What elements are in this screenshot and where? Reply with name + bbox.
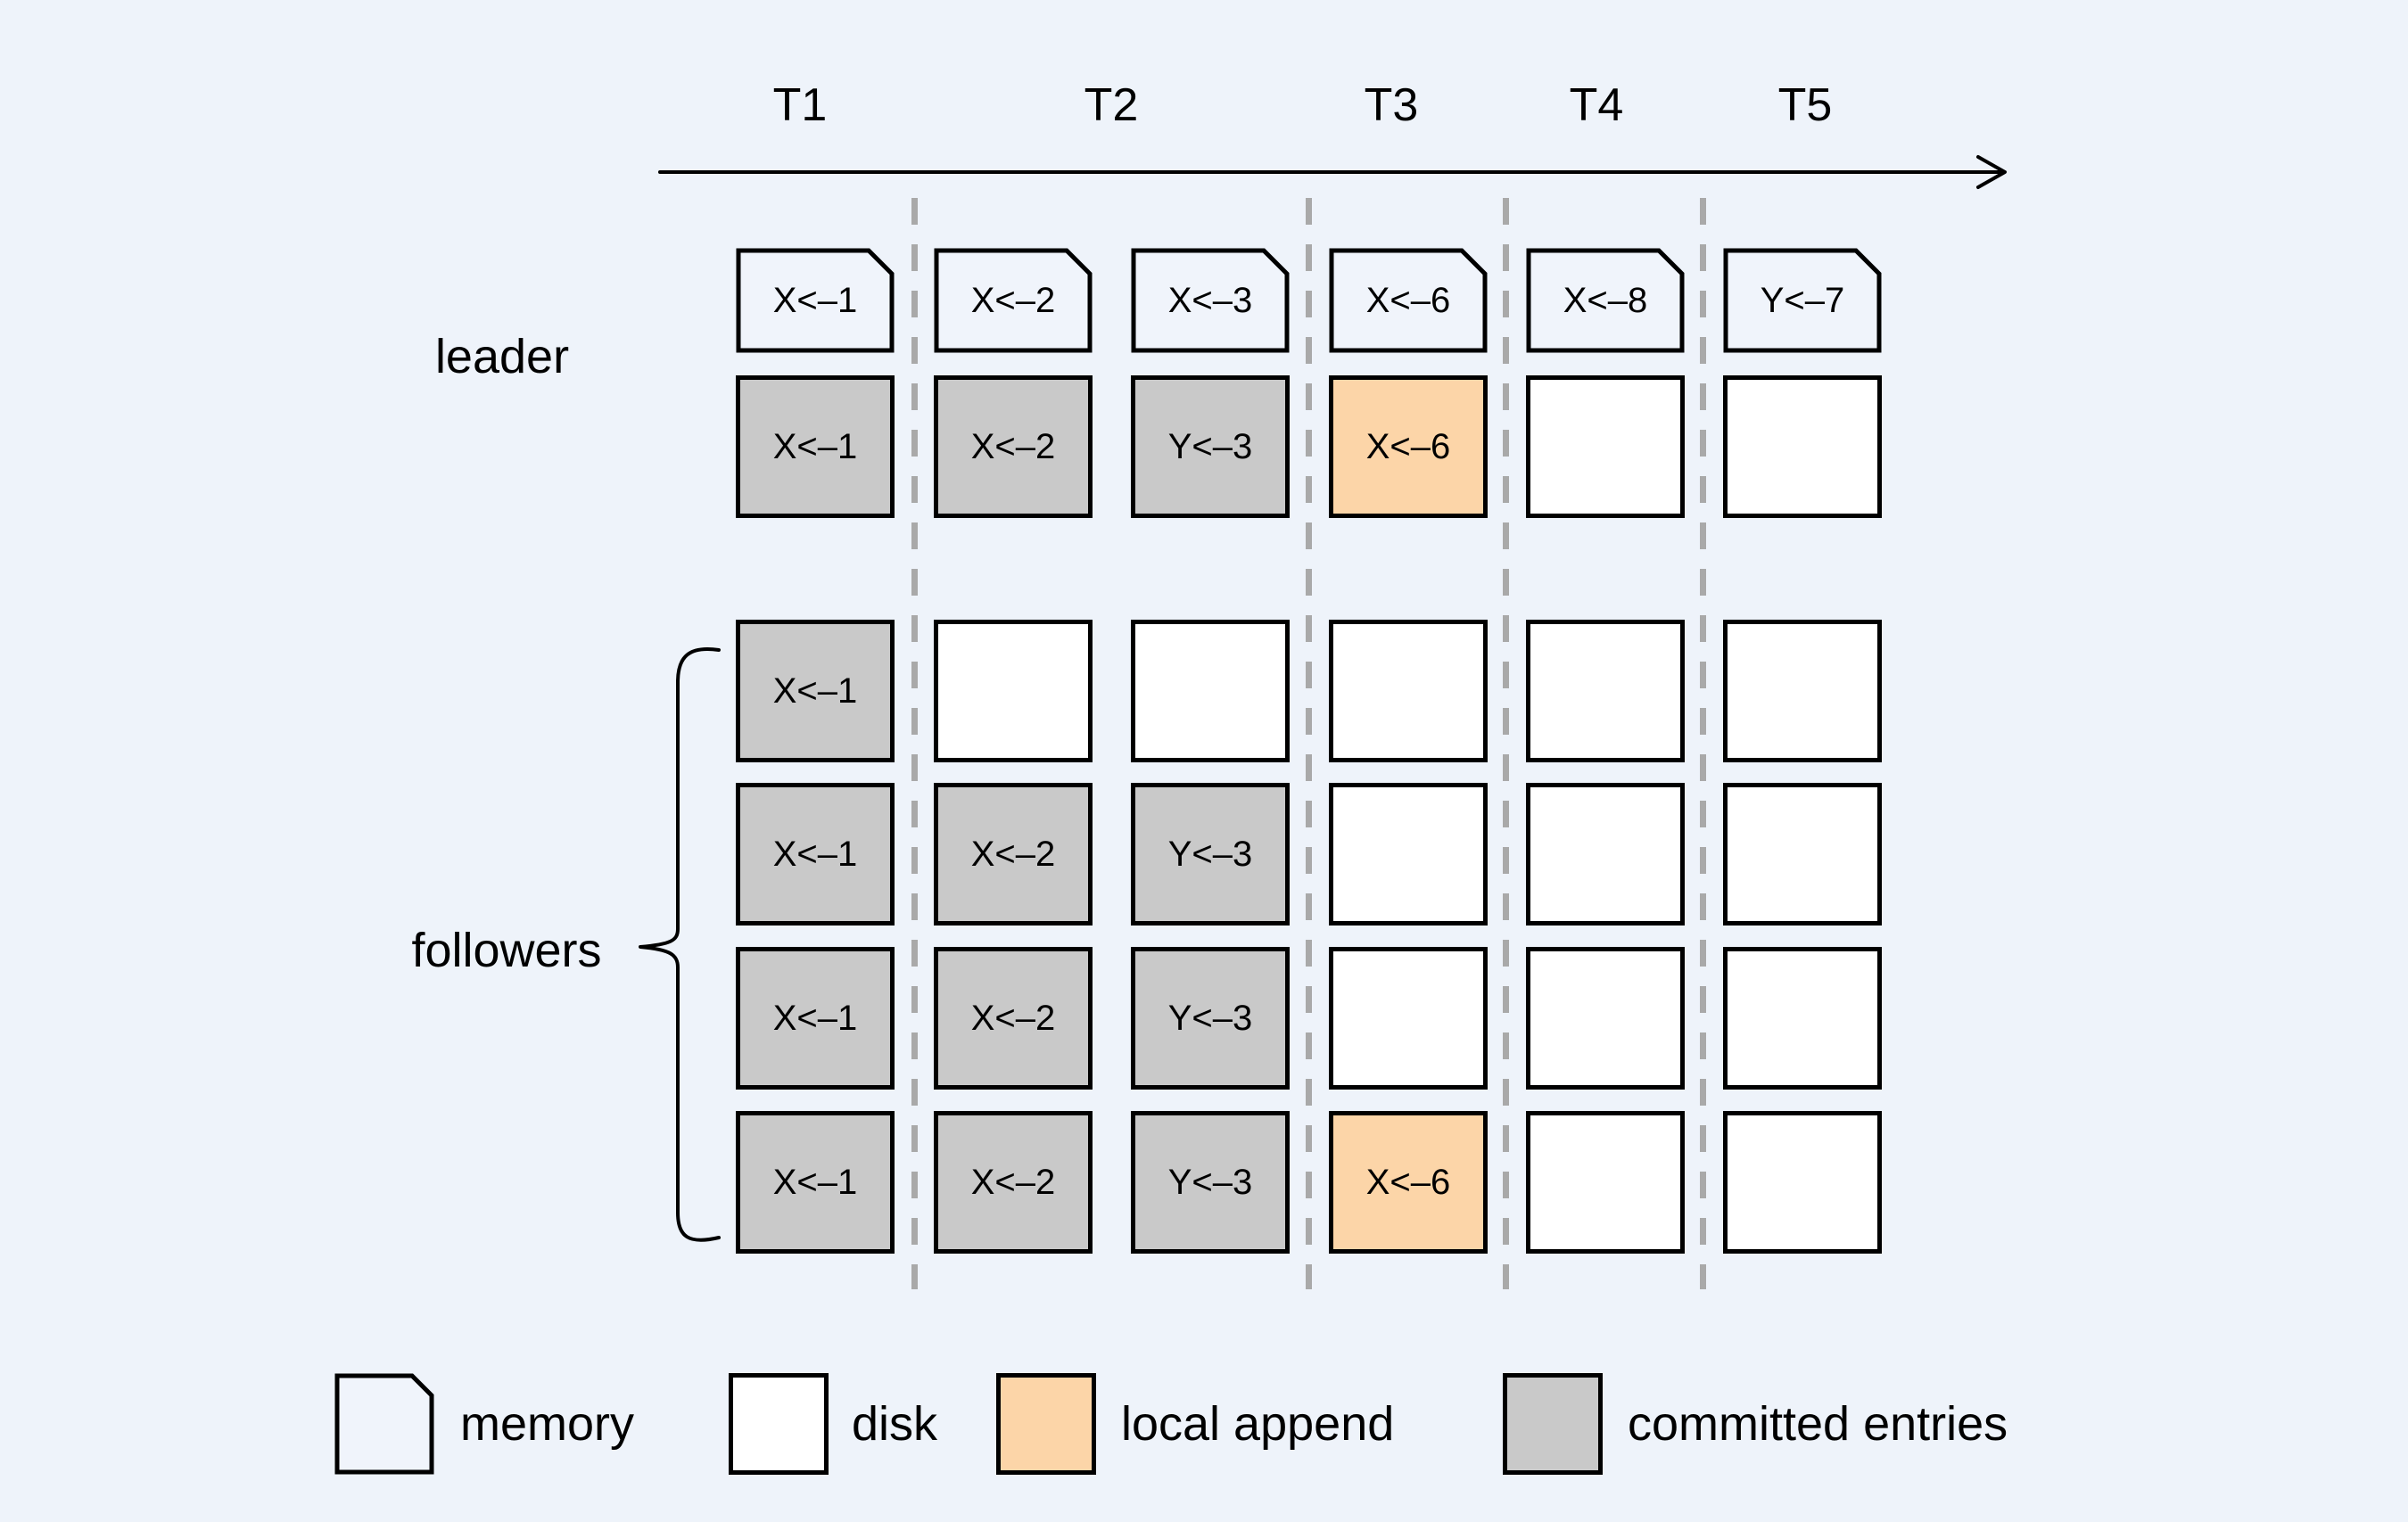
follower1-cell-2 <box>934 620 1093 762</box>
follower3-cell-3: Y<–3 <box>1131 947 1290 1090</box>
follower2-cell-6 <box>1723 783 1882 926</box>
time-axis-arrow <box>658 155 2007 189</box>
leader-memory-cell-4: X<–6 <box>1329 248 1488 353</box>
period-separator-1 <box>911 198 918 1289</box>
legend-committed-label: committed entries <box>1628 1397 2008 1451</box>
leader-disk-cell-2: X<–2 <box>934 375 1093 518</box>
follower3-cell-2: X<–2 <box>934 947 1093 1090</box>
leader-memory-cell-6: Y<–7 <box>1723 248 1882 353</box>
legend-local-append-swatch <box>996 1373 1096 1475</box>
note-shape <box>1723 248 1882 353</box>
cell-value: X<–1 <box>772 1163 858 1202</box>
leader-memory-cell-3: X<–3 <box>1131 248 1290 353</box>
follower4-cell-3: Y<–3 <box>1131 1111 1290 1254</box>
follower4-cell-4: X<–6 <box>1329 1111 1488 1254</box>
leader-disk-cell-1: X<–1 <box>736 375 895 518</box>
follower1-cell-1: X<–1 <box>736 620 895 762</box>
legend-memory-swatch <box>334 1373 434 1475</box>
cell-value: X<–2 <box>970 999 1056 1038</box>
follower4-cell-6 <box>1723 1111 1882 1254</box>
leader-disk-cell-5 <box>1526 375 1685 518</box>
note-shape <box>1526 248 1685 353</box>
follower3-cell-5 <box>1526 947 1685 1090</box>
note-shape <box>1131 248 1290 353</box>
follower3-cell-4 <box>1329 947 1488 1090</box>
cell-value: X<–1 <box>772 999 858 1038</box>
cell-value: X<–1 <box>772 281 858 320</box>
note-shape <box>934 248 1093 353</box>
timeline-tick-t1: T1 <box>772 79 828 131</box>
follower2-cell-4 <box>1329 783 1488 926</box>
cell-value: X<–6 <box>1365 1163 1451 1202</box>
leader-disk-cell-4: X<–6 <box>1329 375 1488 518</box>
cell-value: X<–6 <box>1365 281 1451 320</box>
follower4-cell-1: X<–1 <box>736 1111 895 1254</box>
follower4-cell-5 <box>1526 1111 1685 1254</box>
period-separator-4 <box>1700 198 1706 1289</box>
period-separator-3 <box>1503 198 1509 1289</box>
cell-value: X<–3 <box>1167 281 1253 320</box>
cell-value: Y<–3 <box>1167 835 1253 874</box>
legend-memory-label: memory <box>460 1397 635 1451</box>
legend-disk-swatch <box>729 1373 829 1475</box>
follower4-cell-2: X<–2 <box>934 1111 1093 1254</box>
cell-value: Y<–3 <box>1167 1163 1253 1202</box>
followers-label: followers <box>411 924 602 977</box>
follower2-cell-3: Y<–3 <box>1131 783 1290 926</box>
leader-label: leader <box>434 330 570 383</box>
timeline-tick-t5: T5 <box>1777 79 1833 131</box>
cell-value: X<–2 <box>970 1163 1056 1202</box>
follower1-cell-3 <box>1131 620 1290 762</box>
cell-value: Y<–7 <box>1760 281 1845 320</box>
period-separator-2 <box>1306 198 1312 1289</box>
cell-value: Y<–3 <box>1167 999 1253 1038</box>
note-shape <box>1329 248 1488 353</box>
follower2-cell-1: X<–1 <box>736 783 895 926</box>
follower3-cell-6 <box>1723 947 1882 1090</box>
follower1-cell-6 <box>1723 620 1882 762</box>
cell-value: X<–2 <box>970 281 1056 320</box>
cell-value: X<–1 <box>772 671 858 711</box>
timeline-tick-t4: T4 <box>1569 79 1624 131</box>
followers-brace <box>639 646 721 1242</box>
cell-value: X<–8 <box>1563 281 1648 320</box>
cell-value: X<–1 <box>772 427 858 466</box>
timeline-tick-t2: T2 <box>1084 79 1139 131</box>
leader-disk-cell-3: Y<–3 <box>1131 375 1290 518</box>
note-shape <box>736 248 895 353</box>
cell-value: X<–1 <box>772 835 858 874</box>
follower1-cell-5 <box>1526 620 1685 762</box>
legend-disk-label: disk <box>852 1397 938 1451</box>
leader-memory-cell-5: X<–8 <box>1526 248 1685 353</box>
cell-value: X<–2 <box>970 835 1056 874</box>
follower3-cell-1: X<–1 <box>736 947 895 1090</box>
leader-disk-cell-6 <box>1723 375 1882 518</box>
follower2-cell-5 <box>1526 783 1685 926</box>
cell-value: X<–6 <box>1365 427 1451 466</box>
cell-value: Y<–3 <box>1167 427 1253 466</box>
cell-value: X<–2 <box>970 427 1056 466</box>
leader-memory-cell-2: X<–2 <box>934 248 1093 353</box>
legend-committed-swatch <box>1503 1373 1603 1475</box>
legend-local-append-label: local append <box>1121 1397 1395 1451</box>
follower1-cell-4 <box>1329 620 1488 762</box>
follower2-cell-2: X<–2 <box>934 783 1093 926</box>
timeline-tick-t3: T3 <box>1364 79 1419 131</box>
leader-memory-cell-1: X<–1 <box>736 248 895 353</box>
